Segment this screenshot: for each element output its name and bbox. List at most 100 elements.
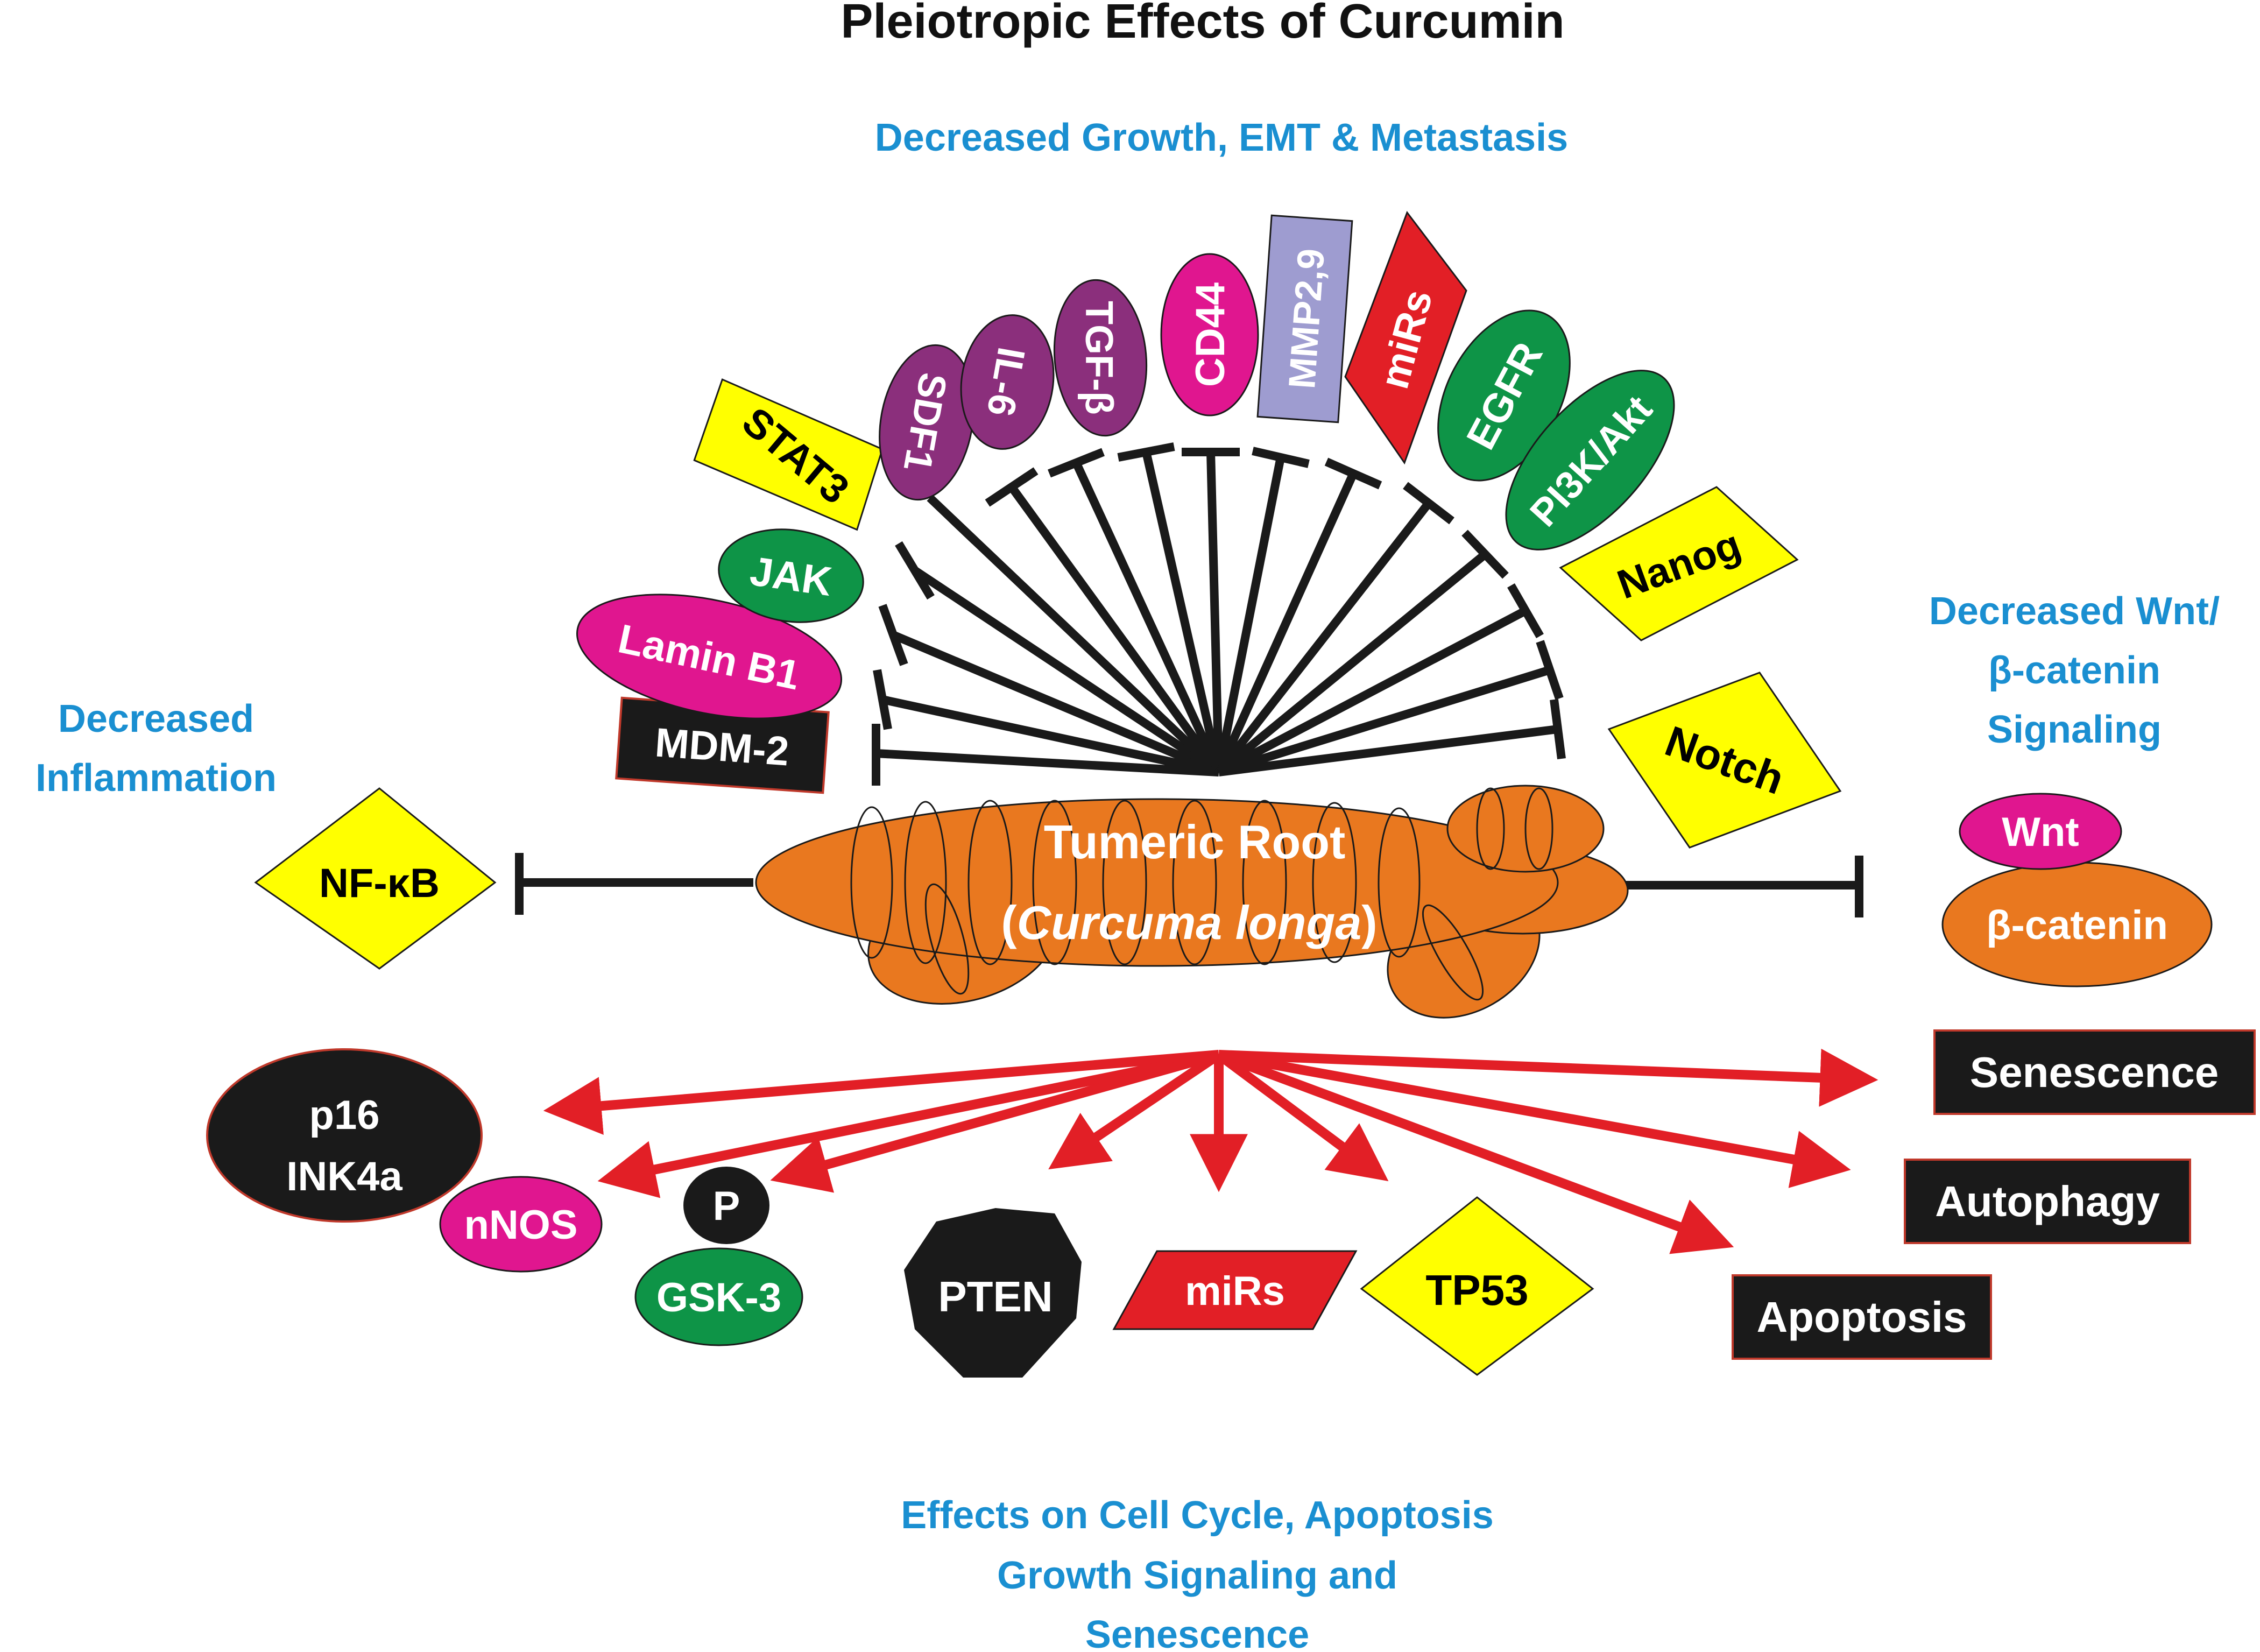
- target-phospho-label: P: [713, 1183, 740, 1229]
- arrow-to-apoptosis: [1217, 1050, 1734, 1254]
- target-mdm2: MDM-2: [615, 696, 830, 794]
- inhibit-bar: [1048, 448, 1105, 478]
- inhibit-bar: [1252, 447, 1310, 468]
- inhibit-bar: [1117, 442, 1175, 462]
- target-mirs-top: miRs: [1344, 210, 1467, 465]
- root-ring: [904, 801, 947, 964]
- root-ring: [1476, 787, 1505, 870]
- root-ring: [1312, 802, 1357, 963]
- inhibit-bar: [1324, 457, 1382, 490]
- arrow-to-nnos: [597, 1050, 1220, 1198]
- target-pten-label: PTEN: [938, 1273, 1053, 1321]
- target-jak: JAK: [718, 528, 864, 623]
- inhibit-line: [1206, 451, 1223, 773]
- inhibit-line: [1216, 550, 1488, 776]
- root-paren-open: (: [1001, 896, 1017, 949]
- inhibit-line: [912, 567, 1221, 776]
- target-wnt: Wnt: [1959, 793, 2122, 870]
- target-gsk3: GSK-3: [634, 1247, 803, 1346]
- heading-growth-emt: Decreased Growth, EMT & Metastasis: [875, 116, 1568, 159]
- arrow-to-tp53: [1216, 1050, 1389, 1182]
- root-body: [755, 798, 1559, 967]
- turmeric-root: [755, 785, 1629, 1019]
- target-nnos-label: nNOS: [464, 1202, 577, 1248]
- heading-wnt-line1: Decreased Wnt/: [1929, 590, 2220, 633]
- target-mmp29: MMP2,9: [1256, 214, 1353, 423]
- target-wnt-label: Wnt: [2002, 809, 2079, 855]
- inhibit-line: [875, 749, 1219, 776]
- inhibit-line: [1218, 725, 1559, 776]
- inhibit-bar: [927, 495, 978, 544]
- target-cd44-label: CD44: [1188, 283, 1233, 387]
- root-ring: [1422, 904, 1484, 1001]
- inhibit-bar: [1507, 583, 1544, 638]
- inhibit-line: [1214, 471, 1358, 774]
- target-lamin-b1: Lamin B1: [576, 594, 843, 719]
- target-tgf-beta-label: TGF-β: [1077, 301, 1120, 415]
- target-nnos: nNOS: [439, 1176, 603, 1273]
- target-jak-label: JAK: [747, 548, 835, 605]
- arrow-to-gsk3: [770, 1050, 1220, 1193]
- target-nfkb-label: NF-κB: [319, 860, 440, 906]
- inhibit-bar: [1550, 698, 1566, 760]
- inhibit-line: [949, 516, 1222, 775]
- root-latin-label: (Curcuma longa): [1001, 896, 1377, 949]
- target-tp53-label: TP53: [1425, 1266, 1528, 1314]
- arrow-to-senescence: [1218, 1048, 1878, 1107]
- inhibit-bar: [985, 467, 1039, 507]
- inhibit-line: [1217, 606, 1528, 776]
- target-tgf-beta: TGF-β: [1053, 279, 1148, 437]
- inhibit-line: [1142, 451, 1223, 773]
- inhibit-line: [1008, 484, 1223, 775]
- target-senescence: Senescence: [1933, 1029, 2256, 1115]
- heading-inflammation-line2: Inflammation: [36, 757, 277, 800]
- root-ring: [1242, 800, 1287, 965]
- target-nanog: Nanog: [1559, 486, 1799, 641]
- heading-inflammation-line1: Decreased: [58, 697, 254, 740]
- target-p16-label-line1: p16: [309, 1092, 380, 1138]
- heading-cell-cycle-line1: Effects on Cell Cycle, Apoptosis: [901, 1494, 1494, 1537]
- target-sdf1: SDF1: [879, 344, 974, 501]
- target-tp53: TP53: [1360, 1196, 1594, 1376]
- target-p16-label-line2: INK4a: [286, 1154, 402, 1199]
- arrow-to-p16: [543, 1050, 1219, 1135]
- inhibit-bar: [1536, 640, 1564, 700]
- target-pten: PTEN: [904, 1208, 1082, 1378]
- side-inhibitions: [515, 853, 1863, 917]
- arrow-to-pten: [1048, 1050, 1222, 1170]
- diagram-title: Pleiotropic Effects of Curcumin: [841, 0, 1564, 48]
- target-senescence-label: Senescence: [1970, 1048, 2219, 1096]
- root-ring: [967, 800, 1013, 965]
- root-label: Tumeric Root: [1044, 815, 1346, 869]
- target-autophagy: Autophagy: [1904, 1159, 2191, 1244]
- inhibit-line: [1072, 461, 1223, 774]
- inhibit-line: [1217, 666, 1551, 776]
- inhibit-bar: [878, 604, 908, 666]
- target-cd44: CD44: [1160, 253, 1259, 416]
- target-notch: Notch: [1607, 672, 1842, 849]
- heading-wnt-line2: β-catenin: [1988, 649, 2160, 692]
- inhibit-line: [1214, 456, 1285, 773]
- target-il6: IL-6: [960, 314, 1055, 450]
- activation-arrows: [543, 1048, 1878, 1254]
- inhibit-bar: [873, 669, 892, 730]
- inhibit-line: [891, 631, 1221, 776]
- target-mdm2-label: MDM-2: [654, 719, 790, 774]
- target-beta-catenin-label: β-catenin: [1986, 902, 2168, 948]
- target-p16: p16 INK4a: [206, 1048, 483, 1223]
- inhibit-bar: [895, 541, 935, 600]
- root-ring: [1032, 800, 1077, 965]
- target-apoptosis: Apoptosis: [1732, 1274, 1992, 1360]
- heading-cell-cycle-line2: Growth Signaling and: [997, 1554, 1397, 1597]
- target-stat3: STAT3: [693, 378, 884, 531]
- target-apoptosis-label: Apoptosis: [1756, 1293, 1967, 1341]
- target-autophagy-label: Autophagy: [1935, 1177, 2160, 1225]
- inhibit-bar: [1403, 482, 1454, 525]
- root-ring: [1524, 787, 1553, 870]
- target-mirs-bottom-label: miRs: [1185, 1268, 1285, 1314]
- root-latin-name: Curcuma longa: [1017, 896, 1362, 949]
- inhibit-bar: [1461, 530, 1509, 579]
- target-egfr: EGFR: [1437, 309, 1571, 482]
- target-mirs-bottom: miRs: [1112, 1250, 1358, 1330]
